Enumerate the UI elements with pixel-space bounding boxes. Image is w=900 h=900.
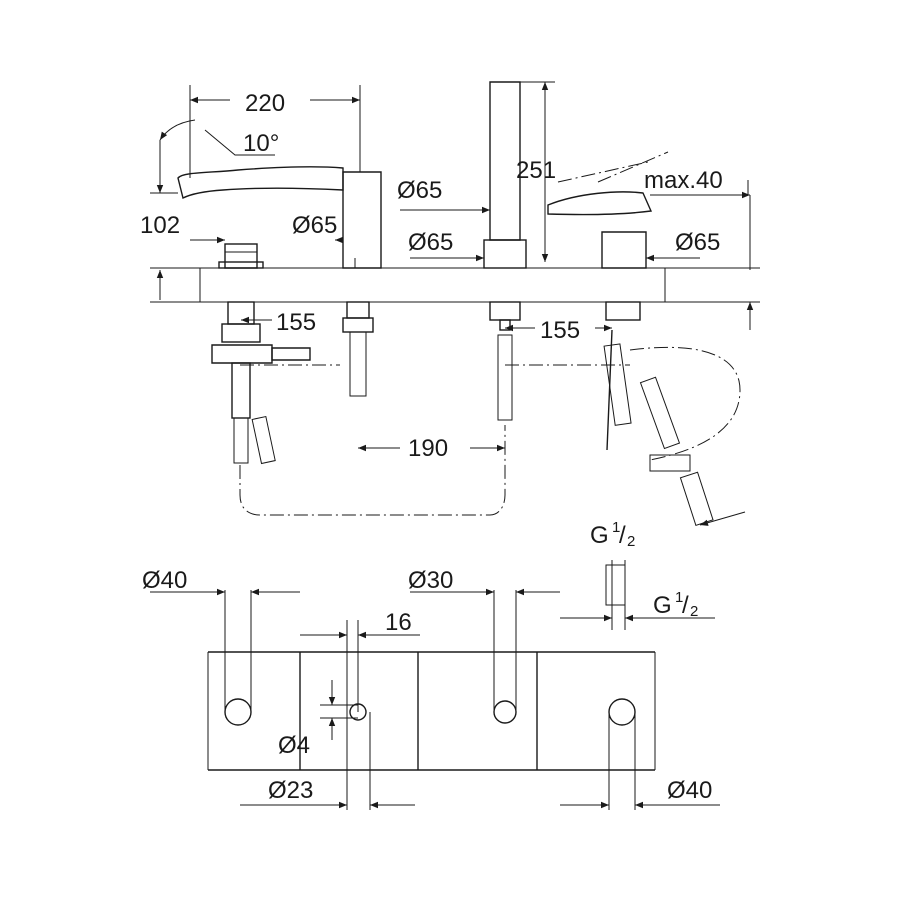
dim-hole-dia-40-right: Ø40 bbox=[667, 777, 712, 804]
dim-155-right: 155 bbox=[540, 317, 580, 344]
thread-g: G bbox=[653, 592, 672, 619]
deck-section bbox=[150, 267, 760, 303]
hand-shower bbox=[483, 81, 527, 421]
thread-slash: / bbox=[682, 592, 689, 619]
dim-mixer-dia-65: Ø65 bbox=[675, 229, 720, 256]
hose-loop bbox=[239, 425, 506, 516]
dim-220: 220 bbox=[245, 90, 285, 117]
dim-max-40: max.40 bbox=[644, 167, 723, 194]
dim-hole-dia-40-left: Ø40 bbox=[142, 567, 187, 594]
thread-num: 1 bbox=[675, 589, 683, 606]
dim-102: 102 bbox=[140, 212, 180, 239]
thread-den: 2 bbox=[627, 533, 635, 550]
dim-pin-dia-4: Ø4 bbox=[278, 732, 310, 759]
dim-190: 190 bbox=[408, 435, 448, 462]
diverter-knob bbox=[211, 243, 311, 465]
single-lever-mixer bbox=[547, 151, 741, 526]
dim-155-left: 155 bbox=[276, 309, 316, 336]
dim-handshower-base-dia-65: Ø65 bbox=[408, 229, 453, 256]
dim-angle-10: 10° bbox=[243, 130, 279, 157]
thread-den: 2 bbox=[690, 603, 698, 620]
thread-g: G bbox=[590, 522, 609, 549]
dim-hole-dia-23: Ø23 bbox=[268, 777, 313, 804]
thread-num: 1 bbox=[612, 519, 620, 536]
bath-spout bbox=[177, 166, 382, 397]
thread-slash: / bbox=[619, 522, 626, 549]
thread-label-1: G 1 / 2 bbox=[590, 519, 635, 550]
dim-251: 251 bbox=[516, 157, 556, 184]
dim-spout-dia-65: Ø65 bbox=[292, 212, 337, 239]
dim-hole-dia-30: Ø30 bbox=[408, 567, 453, 594]
dim-handshower-dia-65: Ø65 bbox=[397, 177, 442, 204]
drilling-template bbox=[150, 588, 720, 810]
dim-16: 16 bbox=[385, 609, 412, 636]
thread-label-2: G 1 / 2 bbox=[653, 589, 698, 620]
dimension-lines bbox=[150, 81, 754, 630]
